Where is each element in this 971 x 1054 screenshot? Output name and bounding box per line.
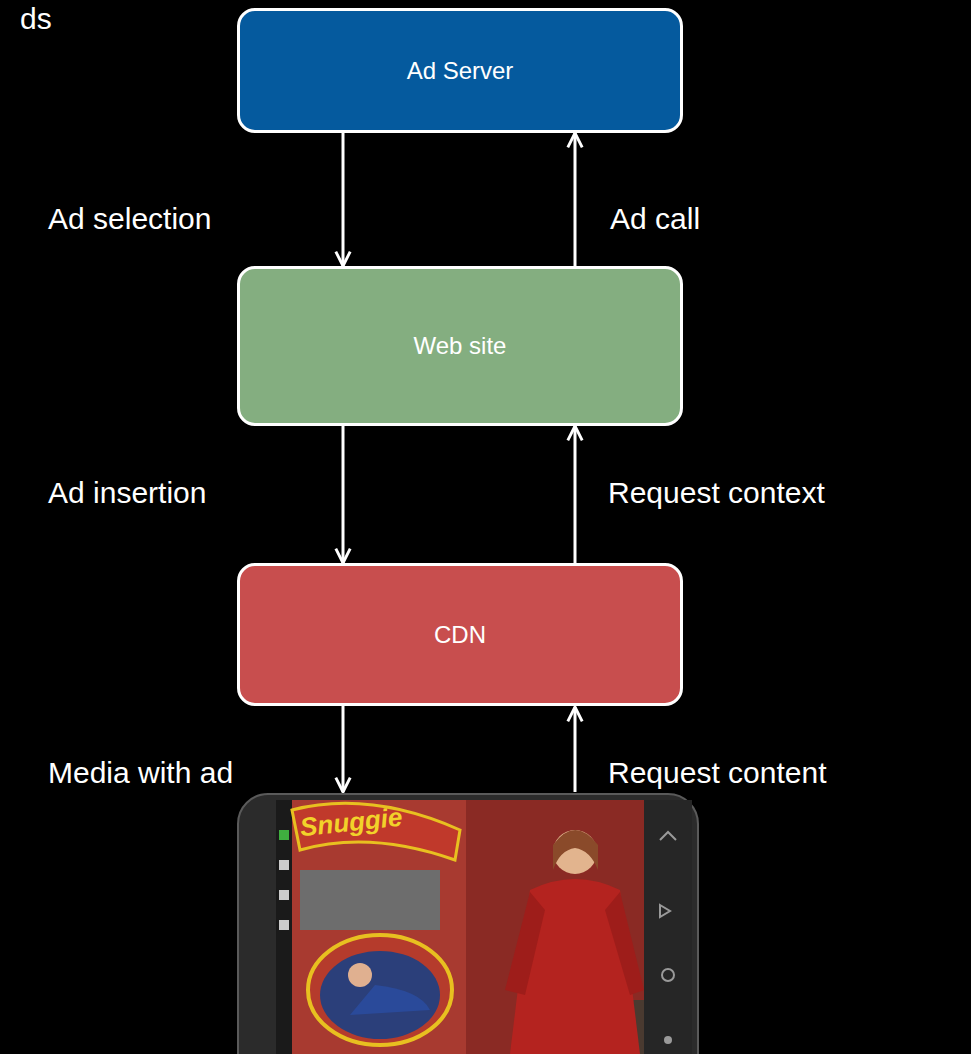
cdn-box: CDN [237, 563, 683, 706]
node-label: Ad Server [407, 57, 514, 85]
node-label: Web site [414, 332, 507, 360]
phone-screen [276, 800, 644, 1054]
flow-label: Request content [608, 756, 826, 791]
title-fragment: ds [20, 2, 52, 37]
node-label: CDN [434, 621, 486, 649]
flow-arrow [574, 426, 577, 563]
flow-arrow [342, 426, 345, 563]
edge-label: Ad insertion [48, 476, 206, 511]
edge-label: Ad call [610, 202, 700, 237]
website-box: Web site [237, 266, 683, 426]
media-arrow [342, 706, 345, 792]
edge-label: Request context [608, 476, 825, 511]
flow-label: Media with ad [48, 756, 233, 791]
phone-body [238, 794, 698, 1054]
flow-arrow [574, 133, 577, 266]
edge-label: Ad selection [48, 202, 211, 237]
request-arrow [574, 707, 577, 792]
server-box: Ad Server [237, 8, 683, 133]
flow-arrow [342, 133, 345, 266]
